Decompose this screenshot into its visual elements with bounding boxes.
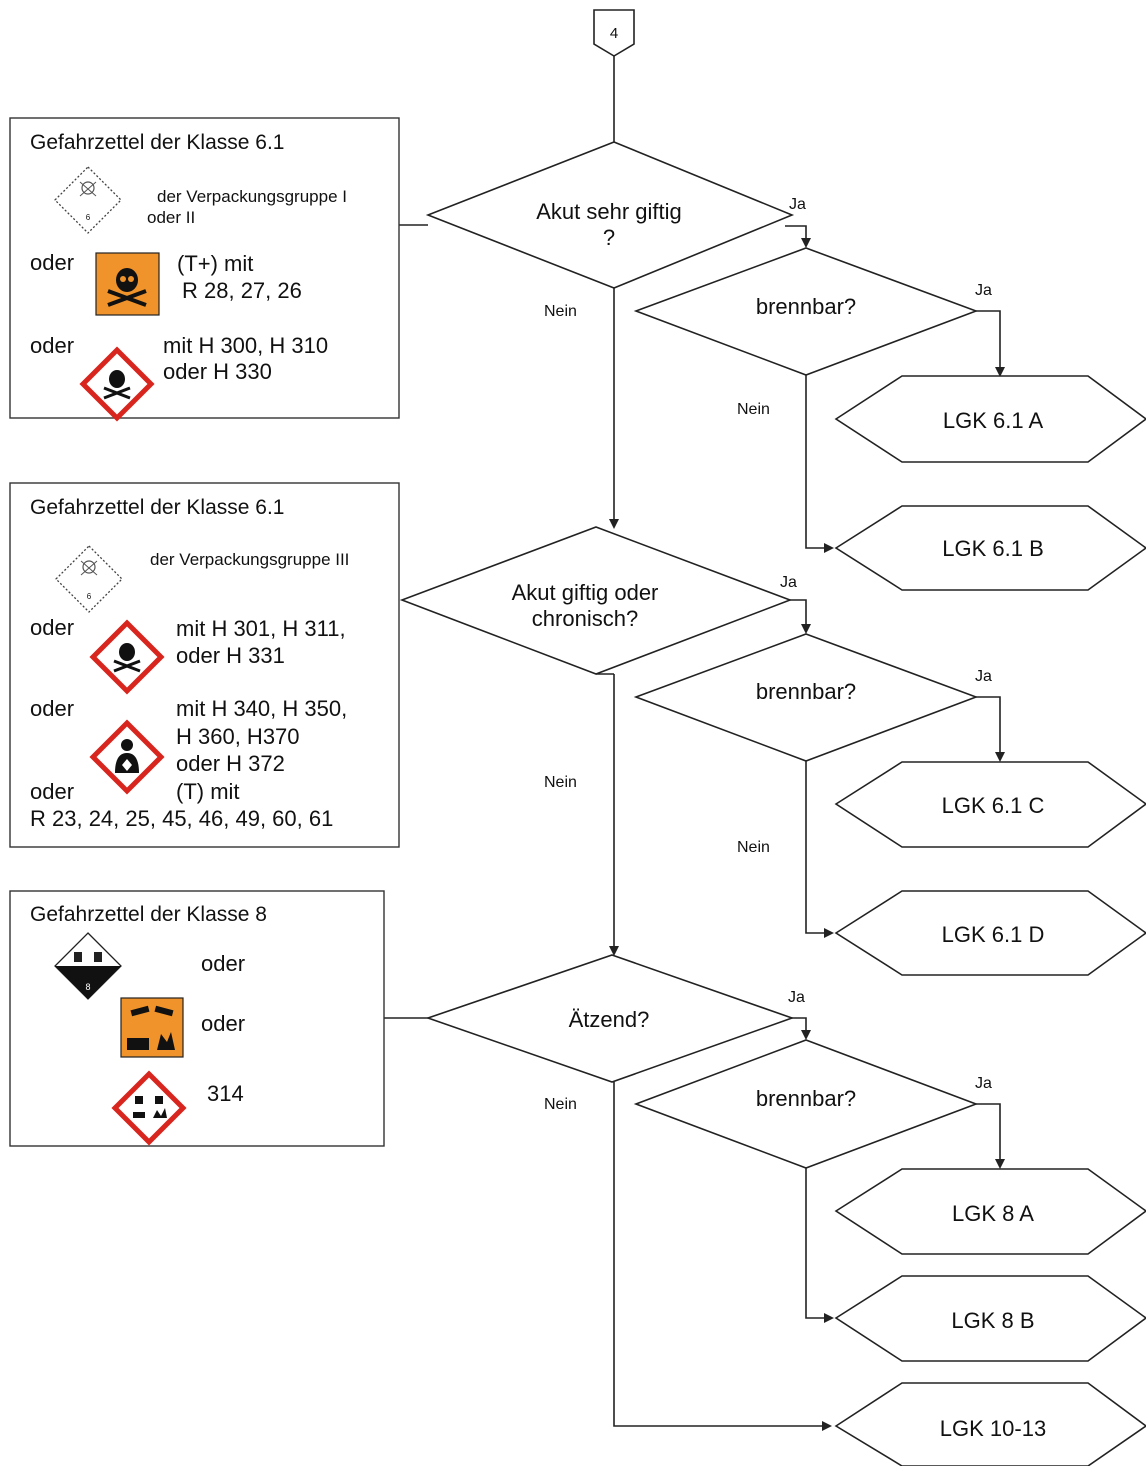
result-lgk-6-1-a: LGK 6.1 A	[834, 375, 1146, 463]
box-text: 314	[207, 1081, 244, 1106]
result-lgk-8-b: LGK 8 B	[834, 1275, 1146, 1362]
result-lgk-6-1-d: LGK 6.1 D	[834, 890, 1146, 976]
box-text: mit H 301, H 311,	[176, 616, 346, 641]
yes-label: Ja	[789, 196, 806, 213]
flow-line	[613, 1082, 832, 1431]
yes-label: Ja	[780, 574, 797, 591]
decision-label: Ätzend?	[569, 1007, 650, 1032]
box-text: H 360, H370	[176, 724, 300, 749]
decision-label: brennbar?	[756, 679, 856, 704]
box-text: (T+) mit	[177, 251, 253, 276]
no-label: Nein	[737, 839, 770, 856]
start-connector: 4	[593, 9, 635, 57]
decision-label: ?	[603, 225, 615, 250]
flow-line	[805, 1168, 834, 1323]
svg-text:6: 6	[86, 213, 91, 222]
result-lgk-6-1-b: LGK 6.1 B	[834, 505, 1146, 591]
box-text: oder	[201, 951, 245, 976]
box-title: Gefahrzettel der Klasse 6.1	[30, 496, 284, 519]
flow-line	[805, 761, 834, 938]
result-label: LGK 6.1 B	[942, 536, 1044, 561]
decision-acute-very-toxic: Akut sehr giftig ?	[425, 141, 795, 289]
yes-label: Ja	[975, 282, 992, 299]
box-title: Gefahrzettel der Klasse 6.1	[30, 131, 284, 154]
skull-crossbones-icon	[79, 346, 155, 422]
decision-label: Akut sehr giftig	[536, 199, 682, 224]
yes-label: Ja	[975, 1075, 992, 1092]
result-label: LGK 6.1 A	[943, 408, 1044, 433]
result-label: LGK 10-13	[940, 1416, 1046, 1441]
flow-line	[790, 1017, 811, 1040]
box-text: der Verpackungsgruppe I	[157, 187, 347, 206]
box-text: oder	[30, 250, 74, 275]
flow-line	[976, 1103, 1005, 1169]
box-text: oder H 331	[176, 643, 285, 668]
decision-flammable-2: brennbar?	[633, 633, 979, 762]
box-text: oder II	[147, 208, 195, 227]
adr-6-1-label-icon: 6	[54, 166, 122, 234]
box-text: oder	[30, 615, 74, 640]
decision-label: Akut giftig oder	[512, 580, 659, 605]
box-text: oder H 372	[176, 751, 285, 776]
box-text: oder	[30, 696, 74, 721]
skull-crossbones-icon	[89, 619, 165, 695]
result-label: LGK 6.1 D	[942, 922, 1045, 947]
hazard-box-class-6-1-pg-iii: Gefahrzettel der Klasse 6.1 6 der Verpac…	[9, 482, 400, 848]
box-text: (T) mit	[176, 779, 240, 804]
box-text: mit H 300, H 310	[163, 333, 328, 358]
hazard-box-class-6-1-pg-i-ii: Gefahrzettel der Klasse 6.1 6 der Verpac…	[9, 117, 400, 422]
decision-flammable-3: brennbar?	[633, 1039, 979, 1169]
svg-text:8: 8	[85, 982, 90, 992]
box-title: Gefahrzettel der Klasse 8	[30, 903, 267, 926]
corrosive-icon	[120, 997, 184, 1058]
box-text: oder H 330	[163, 359, 272, 384]
flow-line	[976, 310, 1005, 377]
health-hazard-icon	[89, 719, 165, 795]
result-lgk-6-1-c: LGK 6.1 C	[834, 761, 1146, 848]
decision-corrosive: Ätzend?	[425, 954, 795, 1083]
no-label: Nein	[544, 774, 577, 791]
flow-line	[788, 599, 811, 634]
result-lgk-8-a: LGK 8 A	[834, 1168, 1146, 1255]
box-text: R 28, 27, 26	[182, 278, 302, 303]
box-text: oder	[201, 1011, 245, 1036]
result-label: LGK 8 B	[951, 1308, 1034, 1333]
flow-line	[805, 375, 834, 553]
start-connector-label: 4	[610, 25, 618, 42]
skull-crossbones-icon	[95, 252, 160, 316]
flow-line	[785, 225, 811, 248]
decision-label: brennbar?	[756, 294, 856, 319]
result-lgk-10-13: LGK 10-13	[834, 1382, 1146, 1466]
no-label: Nein	[544, 303, 577, 320]
hazard-box-class-8: Gefahrzettel der Klasse 8 8 oder oder	[9, 890, 385, 1147]
no-label: Nein	[544, 1096, 577, 1113]
box-text: mit H 340, H 350,	[176, 696, 347, 721]
box-text: der Verpackungsgruppe III	[150, 550, 349, 569]
decision-acute-toxic-or-chronic: Akut giftig oder chronisch?	[399, 526, 793, 675]
adr-6-1-label-icon: 6	[55, 545, 123, 613]
svg-text:6: 6	[87, 592, 92, 601]
corrosive-icon	[111, 1070, 187, 1146]
result-label: LGK 6.1 C	[942, 793, 1045, 818]
yes-label: Ja	[788, 989, 805, 1006]
result-label: LGK 8 A	[952, 1201, 1034, 1226]
yes-label: Ja	[975, 668, 992, 685]
adr-8-label-icon: 8	[54, 932, 122, 1000]
box-text: oder	[30, 333, 74, 358]
decision-label: brennbar?	[756, 1086, 856, 1111]
flow-line	[976, 696, 1005, 762]
no-label: Nein	[737, 401, 770, 418]
box-text: R 23, 24, 25, 45, 46, 49, 60, 61	[30, 806, 333, 831]
decision-flammable-1: brennbar?	[633, 247, 979, 376]
decision-label: chronisch?	[532, 606, 638, 631]
box-text: oder	[30, 779, 74, 804]
